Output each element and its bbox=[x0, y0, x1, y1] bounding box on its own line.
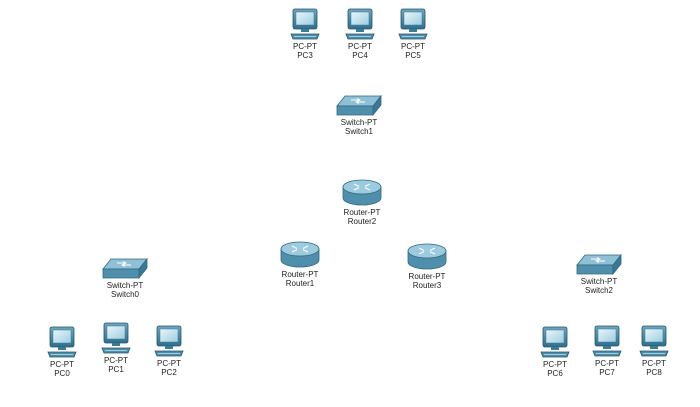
device-model-label: PC-PT bbox=[50, 360, 74, 369]
pc-icon bbox=[152, 325, 186, 359]
pc-icon bbox=[538, 326, 572, 360]
device-model-label: PC-PT bbox=[401, 42, 425, 51]
device-name-label: Switch0 bbox=[110, 290, 139, 299]
device-name-label: PC7 bbox=[599, 368, 615, 377]
switch-icon bbox=[335, 94, 383, 118]
pc-icon bbox=[396, 8, 430, 42]
device-model-label: PC-PT bbox=[348, 42, 372, 51]
device-name-label: Router3 bbox=[412, 281, 442, 290]
device-name-label: PC4 bbox=[352, 51, 368, 60]
pc-icon bbox=[45, 326, 79, 360]
device-model-label: Router-PT bbox=[408, 272, 446, 281]
device-model-label: Switch-PT bbox=[106, 281, 144, 290]
pc-icon bbox=[637, 325, 671, 359]
device-name-label: PC0 bbox=[54, 369, 70, 378]
switch-icon bbox=[101, 257, 149, 281]
device-name-label: Switch2 bbox=[584, 286, 613, 295]
device-name-label: PC1 bbox=[108, 365, 124, 374]
device-name-label: PC6 bbox=[547, 369, 563, 378]
device-model-label: Router-PT bbox=[281, 270, 319, 279]
device-model-label: PC-PT bbox=[104, 356, 128, 365]
device-model-label: Switch-PT bbox=[580, 277, 618, 286]
device-name-label: Router1 bbox=[285, 279, 315, 288]
device-name-label: PC8 bbox=[646, 368, 662, 377]
device-name-label: Router2 bbox=[347, 217, 377, 226]
device-name-label: Switch1 bbox=[344, 127, 373, 136]
device-model-label: PC-PT bbox=[595, 359, 619, 368]
device-model-label: PC-PT bbox=[543, 360, 567, 369]
device-model-label: PC-PT bbox=[157, 359, 181, 368]
pc-icon bbox=[590, 325, 624, 359]
switch-icon bbox=[575, 253, 623, 277]
device-model-label: PC-PT bbox=[293, 42, 317, 51]
device-name-label: PC5 bbox=[405, 51, 421, 60]
device-name-label: PC3 bbox=[297, 51, 313, 60]
pc-icon bbox=[288, 8, 322, 42]
router-icon bbox=[341, 178, 383, 208]
device-model-label: PC-PT bbox=[642, 359, 666, 368]
router-icon bbox=[406, 242, 448, 272]
pc-icon bbox=[343, 8, 377, 42]
router-icon bbox=[279, 240, 321, 270]
device-name-label: PC2 bbox=[161, 368, 177, 377]
device-model-label: Switch-PT bbox=[340, 118, 378, 127]
pc-icon bbox=[99, 322, 133, 356]
device-model-label: Router-PT bbox=[343, 208, 381, 217]
